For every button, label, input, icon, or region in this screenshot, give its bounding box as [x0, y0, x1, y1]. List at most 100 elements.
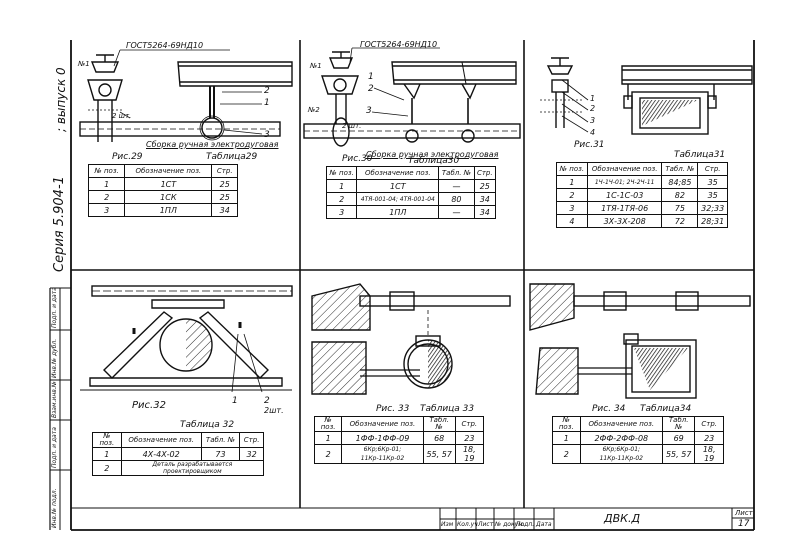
cell: 1ФФ-1ФФ-09: [341, 431, 424, 445]
th: № поз.: [92, 432, 122, 448]
p34-table-title: Таблица34: [640, 404, 692, 414]
th: Табл. №: [438, 166, 475, 180]
figure-31: [540, 57, 753, 135]
cell: 1: [556, 175, 588, 189]
cell: 6Кр;6Кр-01; 11Кр-11Кр-02: [341, 444, 424, 464]
p32-caption: Рис.32: [132, 400, 166, 411]
strip-label-4: Инв.№ дубл.: [51, 338, 58, 378]
title-block-lines: [439, 508, 754, 530]
cell: 1ПЛ: [124, 203, 213, 217]
cell: 25: [211, 177, 238, 191]
cell: 1ПЛ: [356, 205, 440, 219]
tb-doc-code: ДВК.Д: [604, 512, 641, 525]
cell: 2: [92, 460, 122, 476]
p29-callout-n1: №1: [78, 60, 90, 68]
cell: —: [438, 179, 475, 193]
p30-std: ГОСТ5264-69НД10: [360, 40, 438, 49]
cell: 1: [87, 177, 126, 191]
cell: 34: [211, 203, 238, 217]
p31-callout-3: 3: [590, 116, 596, 125]
th: Стр.: [239, 432, 264, 448]
p30-callout-n2: №2: [308, 106, 320, 114]
tb-sheet-label: Лист: [735, 509, 753, 517]
cell: 2: [552, 444, 581, 464]
cell: 34: [473, 192, 497, 206]
cell: 1: [313, 431, 343, 445]
p29-callout-2sht: 2 шт.: [112, 112, 132, 120]
cell: 18, 19: [454, 444, 485, 464]
p30-table-title: Таблица30: [408, 156, 460, 166]
th: Обозначение поз.: [586, 162, 663, 176]
p31-callout-4: 4: [590, 128, 596, 137]
p32-table-title: Таблица 32: [180, 420, 235, 430]
cell: 1ТЯ-1ТЯ-06: [586, 201, 663, 215]
cell: 35: [697, 175, 728, 189]
tb-col-4: № докум.: [495, 521, 525, 528]
cell: 28;31: [697, 214, 728, 228]
cell: 25: [473, 179, 497, 193]
p32-callout-2sht: 2шт.: [264, 406, 284, 415]
cell: 18, 19: [694, 444, 724, 464]
figure-30: [303, 47, 521, 147]
tb-col-3: Лист: [478, 521, 494, 528]
series-issue: ; выпуск 0: [54, 67, 68, 132]
cell: 4ТЯ-001-04; 4ТЯ-001-04: [356, 192, 440, 206]
cell: 73: [200, 447, 241, 461]
cell: 82: [661, 188, 699, 202]
th: Обозначение поз.: [124, 164, 213, 178]
p29-weld-note: Сборка ручная электродуговая: [146, 140, 279, 149]
th: № поз.: [552, 416, 581, 432]
th: Обозначение поз.: [341, 416, 424, 432]
cell: 55, 57: [662, 444, 696, 464]
cell: 2: [556, 188, 588, 202]
cell: 69: [662, 431, 696, 445]
figure-33: [311, 283, 511, 395]
th: № поз.: [313, 416, 343, 432]
th: Обозначение поз.: [579, 416, 664, 432]
tb-sheet-number: 17: [738, 519, 750, 529]
figure-29: [79, 49, 293, 142]
p33-caption: Рис. 33: [376, 404, 410, 414]
cell: 3: [556, 201, 588, 215]
cell: 3: [325, 205, 358, 219]
sheet-frame: [49, 40, 755, 531]
p30-weld-note: Сборка ручная электродуговая: [366, 150, 499, 159]
series-label: Серия 5.904-1: [52, 176, 67, 272]
p33-table-title: Таблица 33: [420, 404, 475, 414]
th: Стр.: [211, 164, 238, 178]
th: Стр.: [473, 166, 497, 180]
p30-callout-3: 3: [366, 106, 372, 116]
cell: 1: [552, 431, 581, 445]
cell: 1: [325, 179, 358, 193]
th: Стр.: [694, 416, 724, 432]
th: Стр.: [697, 162, 728, 176]
th: Табл. №: [662, 416, 696, 432]
p29-callout-1: 1: [264, 98, 270, 108]
cell: 75: [661, 201, 699, 215]
th: Обозначение поз.: [120, 432, 202, 448]
p30-callout-2: 2: [368, 84, 374, 94]
cell: 1Ч-1Ч-01; 2Ч-2Ч-11: [586, 175, 663, 189]
cell: 34: [473, 205, 497, 219]
cell: 84;85: [661, 175, 699, 189]
p29-callout-3: 3: [264, 130, 270, 140]
th: Табл. №: [200, 432, 241, 448]
cell: 1СК: [124, 190, 213, 204]
p30-callout-1: 1: [368, 72, 374, 82]
th: № поз.: [556, 162, 588, 176]
cell: 2: [87, 190, 126, 204]
cell: 1: [92, 447, 122, 461]
cell: 1СТ: [124, 177, 213, 191]
p31-caption: Рис.31: [574, 140, 605, 150]
p31-callout-1: 1: [590, 94, 596, 103]
cell: 3: [87, 203, 126, 217]
cell: —: [438, 205, 475, 219]
figure-32: [80, 285, 293, 393]
